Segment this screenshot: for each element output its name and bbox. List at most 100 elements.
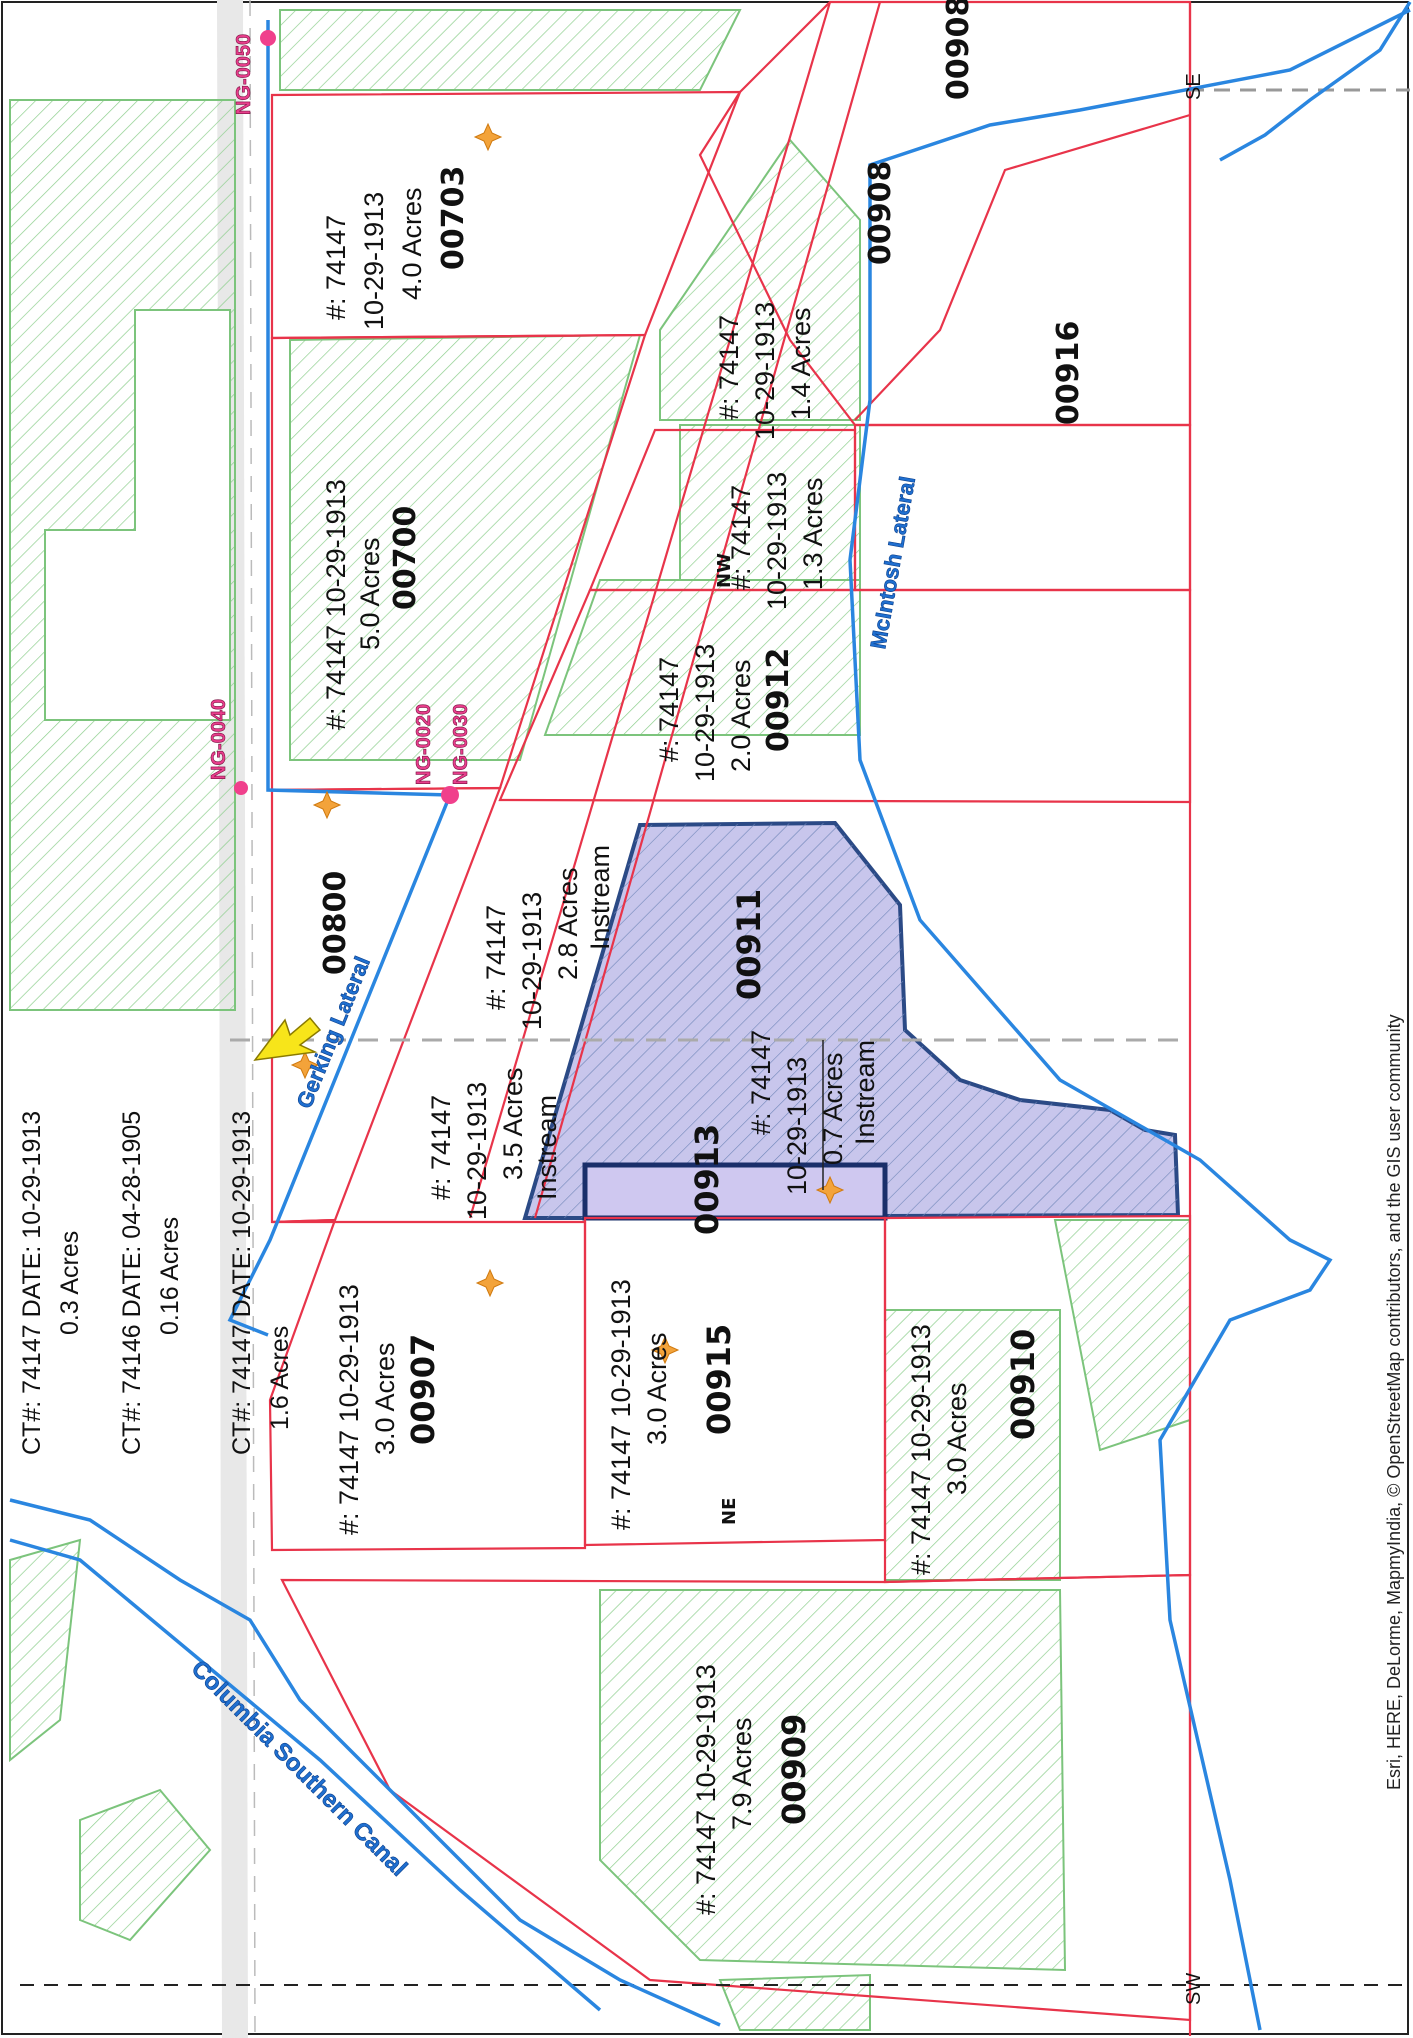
svg-text:#: 74147 10-29-1913: #: 74147 10-29-1913: [606, 1279, 636, 1530]
svg-text:00911: 00911: [730, 889, 768, 1000]
ct-record-2: CT#: 74146 DATE: 04-28-1905 0.16 Acres: [118, 1111, 184, 1455]
svg-text:3.0 Acres: 3.0 Acres: [942, 1382, 972, 1495]
svg-text:10-29-1913: 10-29-1913: [690, 644, 720, 782]
irrigated-area-00909: [599, 1589, 1067, 1972]
svg-text:SW: SW: [1183, 1973, 1205, 2005]
pod-marker[interactable]: [474, 123, 502, 151]
ct-record-3: CT#: 74147 DATE: 10-29-1913 1.6 Acres: [228, 1111, 294, 1455]
mcintosh-lateral-line: [848, 8, 1411, 2031]
parcel-00912b-label: #: 74147 10-29-1913 1.3 Acres: [726, 472, 828, 610]
section-marker-se: SE: [1183, 73, 1205, 100]
svg-text:NG-0050: NG-0050: [233, 34, 255, 115]
irrigated-area-00910b: [1053, 1219, 1191, 1452]
ng-0050-label: NG-0050: [233, 34, 256, 116]
parcel-00913-label: #: 74147 10-29-1913 3.5 Acres Instream: [426, 1067, 562, 1220]
svg-text:#: 74147: #: 74147: [321, 215, 351, 320]
irrigated-area-hole: [44, 309, 231, 721]
parcel-00908b-label: 00908: [941, 0, 976, 100]
parcel-boundary-00908: [698, 0, 1192, 427]
svg-text:00908: 00908: [863, 161, 898, 265]
ng-point-0040[interactable]: [234, 781, 248, 795]
parcel-00907-label: #: 74147 10-29-1913 3.0 Acres 00907: [334, 1284, 442, 1535]
svg-text:7.9 Acres: 7.9 Acres: [727, 1717, 757, 1830]
svg-text:1.6 Acres: 1.6 Acres: [266, 1326, 294, 1430]
svg-text:10-29-1913: 10-29-1913: [782, 1057, 812, 1195]
irrigated-area-s: [718, 1973, 871, 2031]
ng-point-0020[interactable]: [441, 786, 459, 804]
instream-hatch: [525, 823, 1178, 1218]
parcel-00910-label: #: 74147 10-29-1913 3.0 Acres 00910: [906, 1324, 1042, 1575]
svg-text:#: 74147 10-29-1913: #: 74147 10-29-1913: [906, 1324, 936, 1575]
svg-text:00912: 00912: [761, 648, 796, 752]
svg-text:#: 74147: #: 74147: [726, 485, 756, 590]
parcel-00909-label: #: 74147 10-29-1913 7.9 Acres 00909: [691, 1664, 813, 1915]
ng-0040-label: NG-0040: [208, 699, 231, 781]
ct-record-1: CT#: 74147 DATE: 10-29-1913 0.3 Acres: [18, 1111, 84, 1455]
canal-ne: [1219, 1, 1412, 162]
ng-point-0050[interactable]: [260, 30, 276, 46]
svg-text:10-29-1913: 10-29-1913: [750, 302, 780, 440]
svg-text:NG-0020: NG-0020: [413, 704, 435, 785]
section-marker-ne: NE: [719, 1498, 740, 1525]
yellow-arrow-icon: [253, 1016, 322, 1061]
svg-text:Instream: Instream: [850, 1040, 880, 1145]
irrigated-area-sw: [79, 1788, 212, 1942]
svg-text:4.0 Acres: 4.0 Acres: [397, 187, 427, 300]
svg-text:0.16 Acres: 0.16 Acres: [156, 1217, 184, 1335]
svg-text:00907: 00907: [404, 1334, 442, 1445]
parcel-00912a-label: #: 74147 10-29-1913 1.4 Acres: [714, 302, 816, 440]
section-marker-nw: NW: [714, 553, 735, 588]
parcel-00700-label: #: 74147 10-29-1913 5.0 Acres 00700: [321, 479, 423, 730]
svg-text:10-29-1913: 10-29-1913: [762, 472, 792, 610]
parcel-00703-label: #: 74147 10-29-1913 4.0 Acres 00703: [321, 166, 471, 330]
parcel-00911-label: #: 74147 10-29-1913 2.8 Acres Instream: [481, 845, 615, 1030]
svg-text:CT#: 74146 DATE: 04-28-1905: CT#: 74146 DATE: 04-28-1905: [118, 1111, 146, 1455]
canal-ng-line: [266, 20, 451, 797]
svg-text:#: 74147: #: 74147: [714, 315, 744, 420]
road-edge-2: [533, 1, 882, 1219]
parcel-boundaries: [268, 0, 1192, 2036]
svg-text:10-29-1913: 10-29-1913: [359, 192, 389, 330]
svg-text:#: 74147: #: 74147: [746, 1030, 776, 1135]
parcel-00912-label: #: 74147 10-29-1913 2.0 Acres 00912: [654, 644, 796, 782]
ng-0030-label: NG-0030: [450, 704, 473, 786]
svg-text:00800: 00800: [318, 871, 353, 975]
parcel-boundary-00916b: [854, 113, 1191, 421]
svg-text:00909: 00909: [775, 1714, 813, 1825]
svg-text:Instream: Instream: [585, 845, 615, 950]
svg-text:5.0 Acres: 5.0 Acres: [355, 537, 385, 650]
svg-text:3.0 Acres: 3.0 Acres: [370, 1342, 400, 1455]
svg-text:NG-0030: NG-0030: [450, 704, 472, 785]
svg-text:10-29-1913: 10-29-1913: [517, 892, 547, 1030]
pod-marker[interactable]: [313, 791, 341, 819]
svg-text:00916: 00916: [1051, 321, 1086, 425]
svg-text:0.3 Acres: 0.3 Acres: [56, 1231, 84, 1335]
columbia-southern-canal-line-2: [9, 1538, 602, 2012]
ng-0020-label: NG-0020: [413, 704, 436, 786]
svg-text:1.3 Acres: 1.3 Acres: [798, 477, 828, 590]
parcel-00915-label: #: 74147 10-29-1913 3.0 Acres 00915: [606, 1279, 738, 1530]
svg-text:2.0 Acres: 2.0 Acres: [726, 659, 756, 772]
irrigated-areas: [9, 9, 1191, 2031]
svg-text:#: 74147 10-29-1913: #: 74147 10-29-1913: [334, 1284, 364, 1535]
irrigated-area-nw: [279, 9, 742, 91]
svg-text:CT#: 74147 DATE: 10-29-1913: CT#: 74147 DATE: 10-29-1913: [18, 1111, 46, 1455]
gerking-lateral-line: [227, 794, 452, 1337]
svg-text:NW: NW: [714, 553, 735, 588]
canals: [9, 1, 1412, 2031]
parcel-00916-label: 00916: [1051, 321, 1086, 425]
svg-text:Instream: Instream: [532, 1095, 562, 1200]
svg-text:00908: 00908: [941, 0, 976, 100]
pod-marker[interactable]: [476, 1269, 504, 1297]
road-centerline: [249, 0, 256, 2038]
parcel-00908-label: 00908: [863, 161, 898, 265]
map-credits: Esri, HERE, DeLorme, MapmyIndia, © OpenS…: [1384, 1014, 1404, 1790]
svg-text:#: 74147: #: 74147: [481, 905, 511, 1010]
svg-text:3.5 Acres: 3.5 Acres: [498, 1067, 528, 1180]
svg-text:00700: 00700: [388, 506, 423, 610]
svg-text:SE: SE: [1183, 73, 1205, 100]
svg-text:McIntosh Lateral: McIntosh Lateral: [865, 474, 920, 650]
